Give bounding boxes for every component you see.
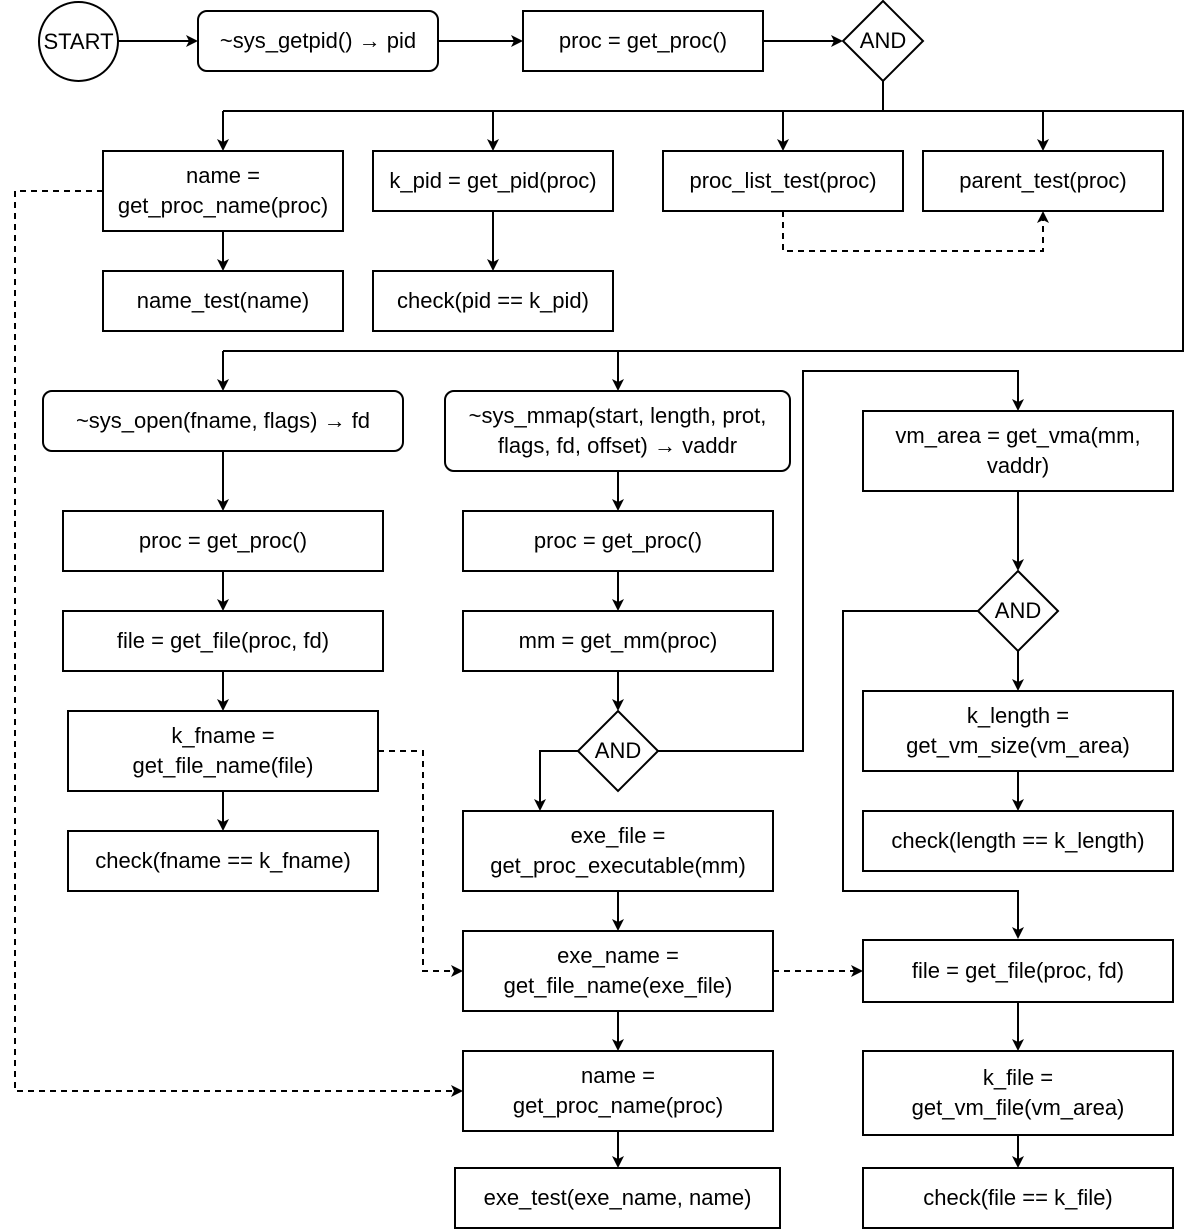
and2-diamond	[576, 709, 660, 793]
and2-label: AND	[594, 738, 642, 763]
sysopen-node: ~sys_open(fname, flags) → fd	[42, 390, 404, 452]
and1-diamond	[841, 0, 925, 83]
exetest-node: exe_test(exe_name, name)	[454, 1167, 781, 1229]
parent-label: parent_test(proc)	[959, 168, 1127, 193]
exename-node: exe_name = get_file_name(exe_file)	[462, 930, 774, 1012]
proc-mmap-label: proc = get_proc()	[533, 528, 703, 553]
proc-open-label: proc = get_proc()	[138, 528, 308, 553]
exetest-label: exe_test(exe_name, name)	[483, 1185, 752, 1210]
name2-label: name = get_proc_name(proc)	[512, 1063, 724, 1118]
checkfile-label: check(file == k_file)	[923, 1185, 1113, 1210]
file-open-label: file = get_file(proc, fd)	[116, 628, 330, 653]
checkpid-node: check(pid == k_pid)	[372, 270, 614, 332]
name2-node: name = get_proc_name(proc)	[462, 1050, 774, 1132]
checkfile-node: check(file == k_file)	[862, 1167, 1174, 1229]
kpid-label: k_pid = get_pid(proc)	[389, 168, 597, 193]
dashed-name1-name2	[14, 190, 463, 1097]
vmarea-node: vm_area = get_vma(mm, vaddr)	[862, 410, 1174, 492]
kfname-label: k_fname = get_file_name(file)	[132, 723, 314, 778]
proc-top-node: proc = get_proc()	[522, 10, 764, 72]
getpid-label: ~sys_getpid() → pid	[219, 28, 417, 53]
start-node: START	[38, 1, 119, 82]
proc-mmap-node: proc = get_proc()	[462, 510, 774, 572]
mm-node: mm = get_mm(proc)	[462, 610, 774, 672]
proclist-node: proc_list_test(proc)	[662, 150, 904, 212]
dashed-proclist-parent	[782, 211, 1049, 252]
getpid-node: ~sys_getpid() → pid	[197, 10, 439, 72]
and3-label: AND	[994, 598, 1042, 623]
sysmmap-label: ~sys_mmap(start, length, prot, flags, fd…	[468, 403, 767, 458]
checkfname-node: check(fname == k_fname)	[67, 830, 379, 892]
kfile-label: k_file = get_vm_file(vm_area)	[911, 1065, 1125, 1120]
file-mmap-node: file = get_file(proc, fd)	[862, 939, 1174, 1003]
checkpid-label: check(pid == k_pid)	[397, 288, 589, 313]
and3-diamond	[976, 569, 1060, 653]
klength-node: k_length = get_vm_size(vm_area)	[862, 690, 1174, 772]
proc-open-node: proc = get_proc()	[62, 510, 384, 572]
kfile-node: k_file = get_vm_file(vm_area)	[862, 1050, 1174, 1136]
parent-node: parent_test(proc)	[922, 150, 1164, 212]
exefile-label: exe_file = get_proc_executable(mm)	[490, 823, 746, 878]
kpid-node: k_pid = get_pid(proc)	[372, 150, 614, 212]
name1-label: name = get_proc_name(proc)	[117, 163, 329, 218]
checklength-label: check(length == k_length)	[891, 828, 1145, 853]
checklength-node: check(length == k_length)	[862, 810, 1174, 872]
name1-node: name = get_proc_name(proc)	[102, 150, 344, 232]
proclist-label: proc_list_test(proc)	[689, 168, 877, 193]
sysmmap-node: ~sys_mmap(start, length, prot, flags, fd…	[444, 390, 791, 472]
klength-label: k_length = get_vm_size(vm_area)	[906, 703, 1130, 758]
kfname-node: k_fname = get_file_name(file)	[67, 710, 379, 792]
edge-and2-exefile	[534, 750, 578, 811]
checkfname-label: check(fname == k_fname)	[95, 848, 351, 873]
mm-label: mm = get_mm(proc)	[518, 628, 718, 653]
nametest-node: name_test(name)	[102, 270, 344, 332]
edge-and3-filemmap	[842, 610, 1024, 939]
edge-and2-vmarea	[658, 370, 1024, 752]
proc-top-label: proc = get_proc()	[558, 28, 728, 53]
edge-bus-horizontal	[223, 110, 1184, 352]
exename-label: exe_name = get_file_name(exe_file)	[503, 943, 733, 998]
dashed-kfname-exename	[378, 750, 463, 977]
file-open-node: file = get_file(proc, fd)	[62, 610, 384, 672]
and1-label: AND	[859, 28, 907, 53]
exefile-node: exe_file = get_proc_executable(mm)	[462, 810, 774, 892]
file-mmap-label: file = get_file(proc, fd)	[911, 958, 1125, 983]
nametest-label: name_test(name)	[136, 288, 310, 313]
start-label: START	[43, 28, 114, 54]
sysopen-label: ~sys_open(fname, flags) → fd	[75, 408, 371, 433]
vmarea-label: vm_area = get_vma(mm, vaddr)	[895, 423, 1141, 478]
